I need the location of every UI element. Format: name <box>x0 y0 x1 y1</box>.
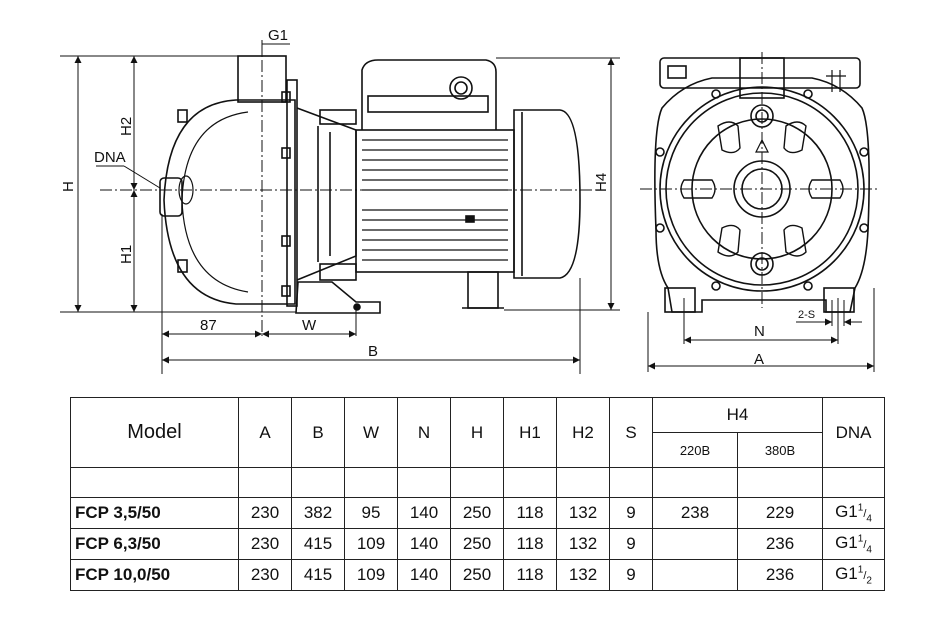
bracket <box>296 107 357 281</box>
value-cell: 250 <box>450 497 504 529</box>
value-cell: 118 <box>503 528 557 560</box>
label-87: 87 <box>200 317 217 334</box>
value-cell: 140 <box>397 559 451 591</box>
dna-fraction-num: 1 <box>857 564 864 576</box>
header-h4: H4 <box>651 397 824 433</box>
h4-380-cell: 229 <box>736 497 824 529</box>
cable-gland <box>449 76 473 100</box>
spec-table: Model A B W N H H1 H2 S H4 DNA 220B 380B… <box>70 397 886 591</box>
label-b: B <box>368 343 378 360</box>
value-cell: 118 <box>503 497 557 529</box>
label-w: W <box>302 317 317 334</box>
label-h: H <box>60 181 77 192</box>
pump-volute <box>163 99 296 305</box>
motor-body <box>355 129 515 273</box>
dna-cell: G11/2 <box>822 559 886 591</box>
header-dna: DNA <box>822 397 886 468</box>
header-s: S <box>609 397 653 468</box>
value-cell: 250 <box>450 528 504 560</box>
header-h2: H2 <box>556 397 610 468</box>
model-cell: FCP 10,0/50 <box>70 559 239 591</box>
dna-fraction-den: 4 <box>866 513 872 525</box>
header-h4-220: 220B <box>652 432 738 468</box>
value-cell: 415 <box>291 559 345 591</box>
model-cell: FCP 6,3/50 <box>70 528 239 560</box>
h4-220-cell <box>652 528 738 560</box>
label-a: A <box>754 351 764 368</box>
fan-slots <box>680 121 844 257</box>
pump-foot <box>295 281 381 314</box>
value-cell: 230 <box>238 497 292 529</box>
dna-fraction-den: 2 <box>866 575 872 587</box>
value-cell: 109 <box>344 559 398 591</box>
terminal-box <box>361 59 497 130</box>
dna-base: G1 <box>835 532 858 552</box>
label-n: N <box>754 323 765 340</box>
dna-fraction-den: 4 <box>866 544 872 556</box>
header-h4-380: 380B <box>736 432 824 468</box>
header-h: H <box>450 397 504 468</box>
value-cell: 140 <box>397 528 451 560</box>
dna-fraction-num: 1 <box>857 533 864 545</box>
value-cell: 118 <box>503 559 557 591</box>
h4-220-cell: 238 <box>652 497 738 529</box>
dna-cell: G11/4 <box>822 497 886 529</box>
pump-drawing: G1 DNA H H2 H1 H4 87 W B <box>60 27 880 374</box>
inlet-nozzle <box>159 177 183 217</box>
label-g1: G1 <box>268 27 288 44</box>
side-view <box>159 40 581 314</box>
label-2s: 2-S <box>798 309 815 321</box>
blank-row <box>70 467 886 498</box>
dna-fraction-slash: / <box>863 538 867 551</box>
dna-base: G1 <box>835 563 858 583</box>
value-cell: 95 <box>344 497 398 529</box>
value-cell: 230 <box>238 528 292 560</box>
value-cell: 9 <box>609 497 653 529</box>
value-cell: 132 <box>556 497 610 529</box>
header-b: B <box>291 397 345 468</box>
front-view-dimensions <box>640 52 880 372</box>
h4-380-cell: 236 <box>736 528 824 560</box>
label-dna: DNA <box>94 149 126 166</box>
header-w: W <box>344 397 398 468</box>
dna-cell: G11/4 <box>822 528 886 560</box>
dna-fraction-slash: / <box>863 569 867 582</box>
value-cell: 140 <box>397 497 451 529</box>
header-n: N <box>397 397 451 468</box>
fan-cover <box>513 109 581 279</box>
dna-base: G1 <box>835 501 858 521</box>
value-cell: 415 <box>291 528 345 560</box>
value-cell: 132 <box>556 528 610 560</box>
label-h4: H4 <box>593 173 610 192</box>
label-h1: H1 <box>118 245 135 264</box>
header-model: Model <box>70 397 239 468</box>
header-a: A <box>238 397 292 468</box>
value-cell: 230 <box>238 559 292 591</box>
side-view-dimensions <box>60 40 620 374</box>
front-housing <box>654 77 870 313</box>
value-cell: 250 <box>450 559 504 591</box>
header-h1: H1 <box>503 397 557 468</box>
value-cell: 382 <box>291 497 345 529</box>
h4-220-cell <box>652 559 738 591</box>
flange-plate <box>286 79 298 307</box>
model-cell: FCP 3,5/50 <box>70 497 239 529</box>
dna-fraction-slash: / <box>863 507 867 520</box>
h4-380-cell: 236 <box>736 559 824 591</box>
label-h2: H2 <box>118 117 135 136</box>
value-cell: 9 <box>609 559 653 591</box>
dna-fraction-num: 1 <box>857 502 864 514</box>
value-cell: 132 <box>556 559 610 591</box>
value-cell: 109 <box>344 528 398 560</box>
value-cell: 9 <box>609 528 653 560</box>
